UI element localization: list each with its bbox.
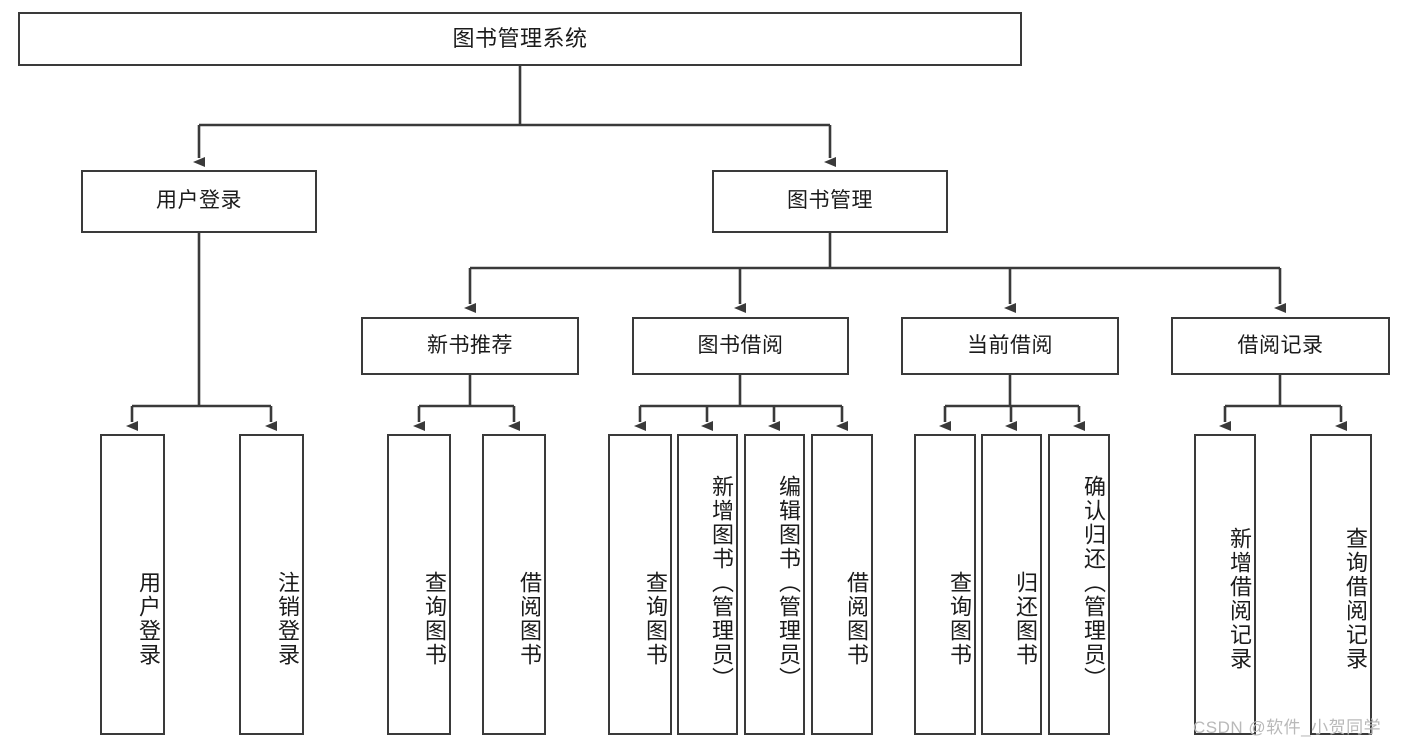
node-root-system[interactable]: 图书管理系统 bbox=[18, 12, 1022, 66]
node-new-book-recommend[interactable]: 新书推荐 bbox=[361, 317, 579, 375]
node-book-management[interactable]: 图书管理 bbox=[712, 170, 948, 233]
leaf-add-borrow-record[interactable]: 新增借阅记录 bbox=[1194, 434, 1256, 735]
node-book-borrow[interactable]: 图书借阅 bbox=[632, 317, 849, 375]
node-borrow-record[interactable]: 借阅记录 bbox=[1171, 317, 1390, 375]
leaf-query-book-recommend[interactable]: 查询图书 bbox=[387, 434, 451, 735]
leaf-user-login[interactable]: 用户登录 bbox=[100, 434, 165, 735]
node-current-borrow[interactable]: 当前借阅 bbox=[901, 317, 1119, 375]
leaf-query-book-borrow[interactable]: 查询图书 bbox=[608, 434, 672, 735]
csdn-watermark: CSDN @软件_小贺同学 bbox=[1193, 718, 1382, 737]
leaf-confirm-return-admin[interactable]: 确认归还（管理员） bbox=[1048, 434, 1110, 735]
leaf-borrow-book-borrow[interactable]: 借阅图书 bbox=[811, 434, 873, 735]
node-user-login[interactable]: 用户登录 bbox=[81, 170, 317, 233]
leaf-query-book-current[interactable]: 查询图书 bbox=[914, 434, 976, 735]
leaf-logout-login[interactable]: 注销登录 bbox=[239, 434, 304, 735]
leaf-borrow-book-recommend[interactable]: 借阅图书 bbox=[482, 434, 546, 735]
leaf-edit-book-admin[interactable]: 编辑图书（管理员） bbox=[744, 434, 805, 735]
leaf-query-borrow-record[interactable]: 查询借阅记录 bbox=[1310, 434, 1372, 735]
leaf-return-book[interactable]: 归还图书 bbox=[981, 434, 1042, 735]
leaf-add-book-admin[interactable]: 新增图书（管理员） bbox=[677, 434, 738, 735]
